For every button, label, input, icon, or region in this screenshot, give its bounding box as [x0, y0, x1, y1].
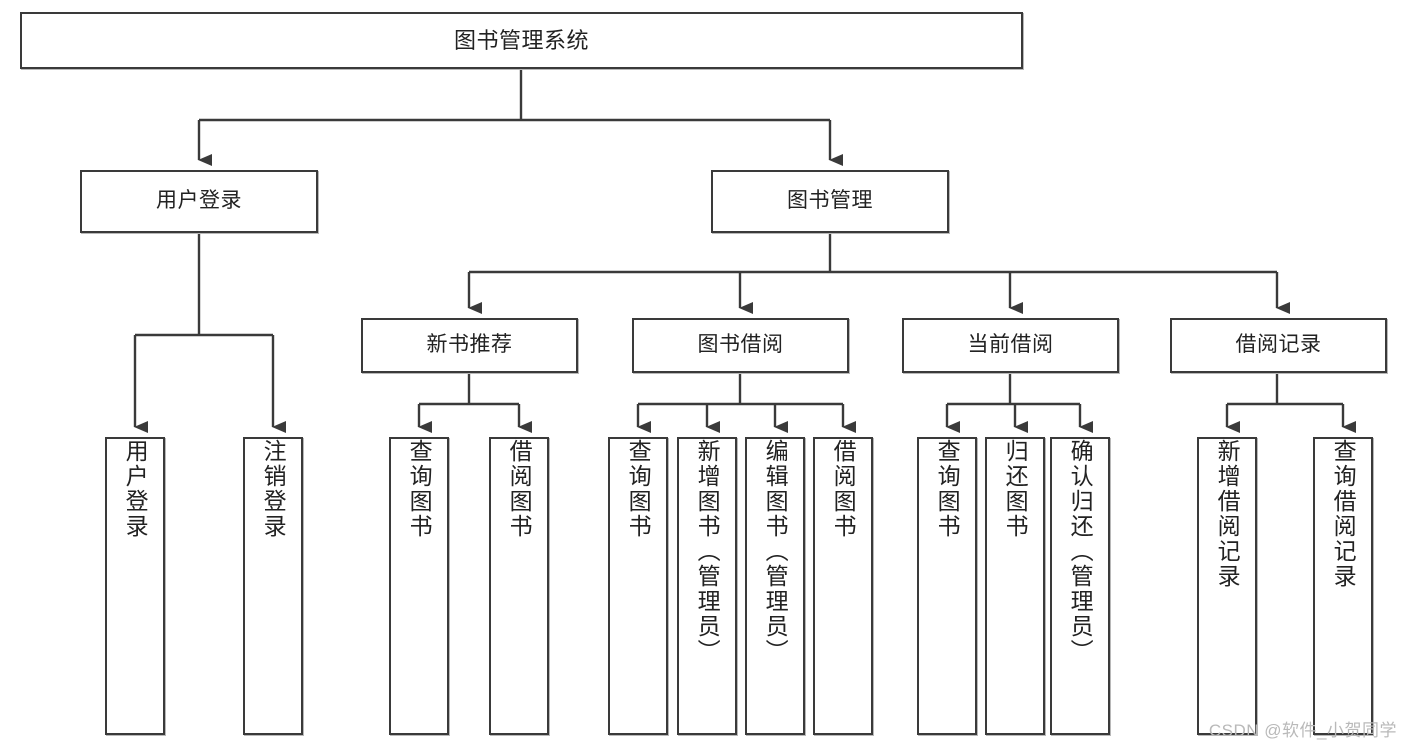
- node-leaf-borrow-edit-book-label: 编辑图书（管理员）: [762, 439, 789, 664]
- node-leaf-recommend-query-book[interactable]: 查询图书: [389, 437, 449, 735]
- node-leaf-record-add-record-label: 新增借阅记录: [1214, 439, 1241, 589]
- node-leaf-borrow-query-book[interactable]: 查询图书: [608, 437, 668, 735]
- node-leaf-user-login-label: 用户登录: [122, 439, 149, 539]
- node-leaf-current-return-book-label: 归还图书: [1002, 439, 1029, 539]
- node-leaf-record-add-record[interactable]: 新增借阅记录: [1197, 437, 1257, 735]
- node-leaf-current-return-book[interactable]: 归还图书: [985, 437, 1045, 735]
- csdn-watermark: CSDN @软件_小贺同学: [1208, 721, 1397, 740]
- node-leaf-borrow-edit-book[interactable]: 编辑图书（管理员）: [745, 437, 805, 735]
- node-book-borrow-label: 图书借阅: [697, 333, 784, 357]
- node-book-borrow[interactable]: 图书借阅: [632, 318, 849, 373]
- node-leaf-current-query-book[interactable]: 查询图书: [917, 437, 977, 735]
- node-leaf-borrow-borrow-book[interactable]: 借阅图书: [813, 437, 873, 735]
- node-leaf-current-query-book-label: 查询图书: [934, 439, 961, 539]
- node-leaf-user-logout[interactable]: 注销登录: [243, 437, 303, 735]
- node-leaf-recommend-query-book-label: 查询图书: [406, 439, 433, 539]
- node-leaf-record-query-record-label: 查询借阅记录: [1330, 439, 1357, 589]
- node-leaf-borrow-query-book-label: 查询图书: [625, 439, 652, 539]
- node-root-label: 图书管理系统: [453, 27, 589, 53]
- node-leaf-borrow-add-book[interactable]: 新增图书（管理员）: [677, 437, 737, 735]
- node-current-borrow[interactable]: 当前借阅: [902, 318, 1119, 373]
- node-book-management-label: 图书管理: [787, 189, 873, 213]
- node-current-borrow-label: 当前借阅: [967, 333, 1054, 357]
- node-leaf-current-confirm-return[interactable]: 确认归还（管理员）: [1050, 437, 1110, 735]
- node-new-book-recommend[interactable]: 新书推荐: [361, 318, 578, 373]
- node-leaf-record-query-record[interactable]: 查询借阅记录: [1313, 437, 1373, 735]
- node-root-book-management-system[interactable]: 图书管理系统: [20, 12, 1023, 69]
- node-leaf-user-logout-label: 注销登录: [260, 439, 287, 539]
- node-user-login[interactable]: 用户登录: [80, 170, 318, 233]
- node-leaf-borrow-add-book-label: 新增图书（管理员）: [694, 439, 721, 664]
- node-leaf-borrow-borrow-book-label: 借阅图书: [830, 439, 857, 539]
- node-borrow-record[interactable]: 借阅记录: [1170, 318, 1387, 373]
- node-leaf-recommend-borrow-book-label: 借阅图书: [506, 439, 533, 539]
- node-leaf-recommend-borrow-book[interactable]: 借阅图书: [489, 437, 549, 735]
- node-leaf-current-confirm-return-label: 确认归还（管理员）: [1067, 439, 1094, 664]
- node-borrow-record-label: 借阅记录: [1235, 333, 1322, 357]
- node-user-login-label: 用户登录: [156, 189, 242, 213]
- node-new-book-recommend-label: 新书推荐: [426, 333, 513, 357]
- node-leaf-user-login[interactable]: 用户登录: [105, 437, 165, 735]
- node-book-management[interactable]: 图书管理: [711, 170, 949, 233]
